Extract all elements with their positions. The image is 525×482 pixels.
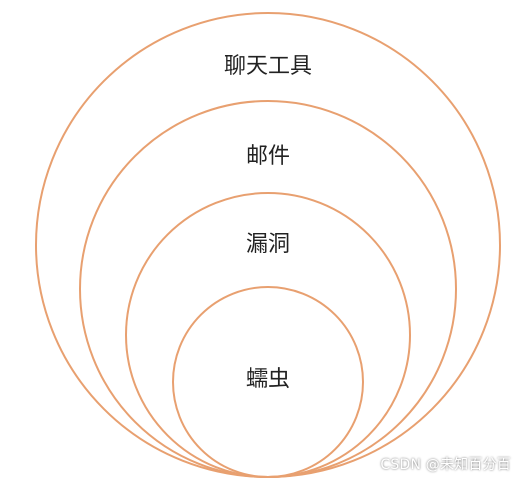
layer-label-third: 漏洞 <box>246 232 290 257</box>
layer-label-outer: 聊天工具 <box>224 54 312 79</box>
watermark: CSDN @未知百分百 <box>380 457 511 473</box>
circle-layer-third: 漏洞 <box>125 192 411 478</box>
circle-layer-second: 邮件 <box>79 100 457 478</box>
layer-label-inner: 蠕虫 <box>246 367 290 392</box>
layer-label-second: 邮件 <box>246 144 290 169</box>
circle-inner <box>172 286 364 478</box>
circle-layer-inner: 蠕虫 <box>172 286 364 478</box>
